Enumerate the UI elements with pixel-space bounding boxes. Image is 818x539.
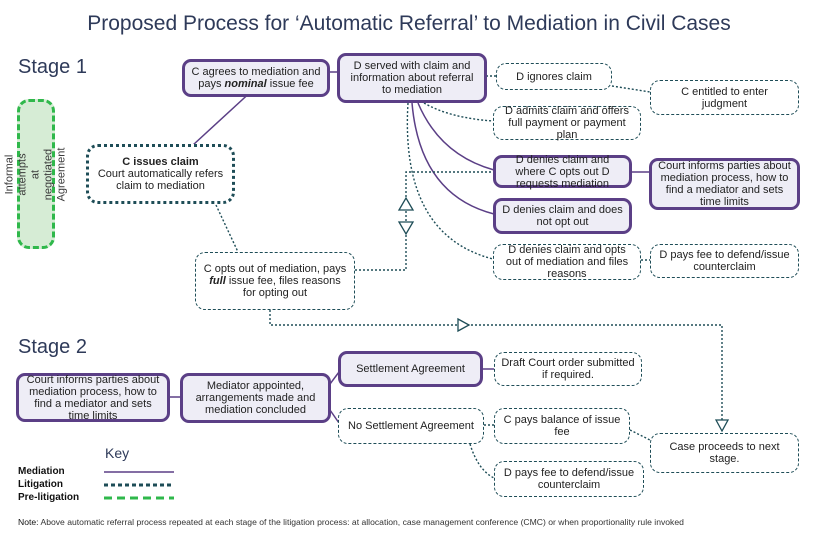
d-ignores-box: D ignores claim <box>496 63 612 90</box>
footnote: Note: Above automatic referral process r… <box>18 517 684 527</box>
footnote-label: Note: <box>18 517 39 527</box>
line-served-to-denies-c-opts <box>417 102 495 171</box>
line-served-to-admits <box>423 102 494 122</box>
stage-2-label: Stage 2 <box>18 336 87 358</box>
d-denies-c-opts-box: D denies claim and where C opts out D re… <box>493 154 632 190</box>
draft-court-order-box: Draft Court order submitted if required. <box>494 352 642 386</box>
key-label-pre-litigation: Pre-litigation <box>18 492 80 503</box>
line-mediator-to-no-settlement <box>329 409 340 424</box>
no-settlement-agreement-box: No Settlement Agreement <box>338 408 484 444</box>
line-claim-to-agrees <box>192 87 256 146</box>
court-informs-stage2-box: Court informs parties about mediation pr… <box>16 373 170 422</box>
c-agrees-suffix: issue fee <box>269 78 314 90</box>
line-mediator-to-settlement <box>329 371 340 385</box>
line-claim-to-opts-out <box>215 204 239 253</box>
case-proceeds-box: Case proceeds to next stage. <box>650 433 799 473</box>
c-entitled-box: C entitled to enter judgment <box>650 80 799 115</box>
pre-litigation-text: Informal attempts at negotiated Agreemen… <box>3 147 68 201</box>
footnote-text: Above automatic referral process repeate… <box>40 517 684 527</box>
key-label-mediation: Mediation <box>18 466 65 477</box>
c-issues-claim-box: C issues claim Court automatically refer… <box>86 144 235 204</box>
c-agrees-mediation-box: C agrees to mediation and pays nominal i… <box>182 59 330 97</box>
d-pays-fee-stage2-box: D pays fee to defend/issue counterclaim <box>494 461 644 497</box>
line-opts-out-to-next-stage <box>269 310 723 430</box>
arrow-down <box>397 221 415 236</box>
arrow-right <box>457 317 471 333</box>
settlement-agreement-box: Settlement Agreement <box>338 351 483 387</box>
court-informs-stage1-box: Court informs parties about mediation pr… <box>649 158 800 210</box>
mediator-appointed-box: Mediator appointed, arrangements made an… <box>180 373 331 423</box>
d-denies-opts-out-box: D denies claim and opts out of mediation… <box>493 244 641 280</box>
c-agrees-emph: nominal <box>224 78 267 90</box>
key-label-litigation: Litigation <box>18 479 63 490</box>
arrow-into-next-stage <box>714 419 730 433</box>
page-title: Proposed Process for ‘Automatic Referral… <box>87 12 731 35</box>
d-admits-box: D admits claim and offers full payment o… <box>493 105 641 141</box>
key-title: Key <box>105 445 130 461</box>
line-ignores-to-entitled <box>611 85 651 93</box>
line-served-to-denies-opts <box>406 102 494 260</box>
pre-litigation-box: Informal attempts at negotiated Agreemen… <box>4 99 68 249</box>
line-served-to-denies-no-opt <box>411 102 495 215</box>
line-no-settlement-to-d-pays <box>469 443 495 479</box>
c-pays-balance-box: C pays balance of issue fee <box>494 408 630 444</box>
c-opts-emph: full <box>209 275 226 287</box>
c-opts-prefix: C opts out of mediation, pays <box>203 263 347 275</box>
c-opts-out-box: C opts out of mediation, pays full issue… <box>195 252 355 310</box>
c-opts-suffix: issue fee, files reasons for opting out <box>228 275 341 299</box>
line-opts-out-to-denies-c <box>355 171 494 271</box>
arrow-up <box>397 196 415 211</box>
c-issues-claim-heading: C issues claim <box>122 156 199 168</box>
line-c-pays-to-proceeds <box>629 429 651 441</box>
c-issues-claim-body: Court automatically refers claim to medi… <box>97 168 224 192</box>
c-agrees-prefix: C agrees to mediation and pays <box>191 66 321 90</box>
d-denies-no-opt-box: D denies claim and does not opt out <box>493 198 632 234</box>
d-served-box: D served with claim and information abou… <box>337 53 487 103</box>
d-pays-fee-stage1-box: D pays fee to defend/issue counterclaim <box>650 244 799 278</box>
stage-1-label: Stage 1 <box>18 56 87 78</box>
